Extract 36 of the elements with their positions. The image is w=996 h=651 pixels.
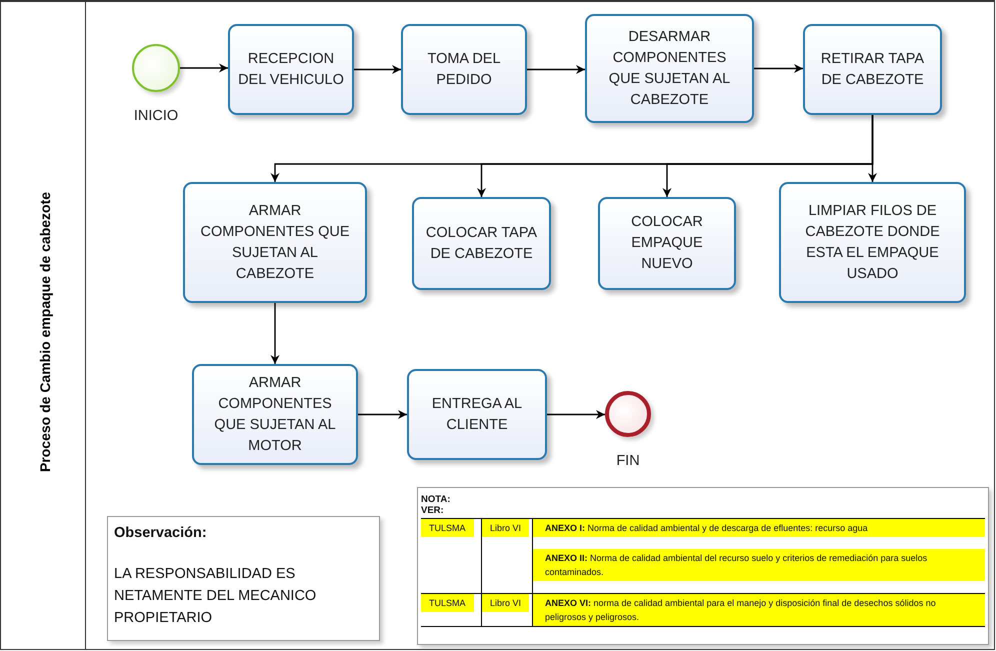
task-box: ARMAR COMPONENTES QUE SUJETAN AL MOTOR — [192, 364, 358, 465]
task-box: TOMA DEL PEDIDO — [401, 24, 527, 115]
cell-text: TULSMA — [421, 519, 474, 537]
arrow — [270, 303, 280, 364]
note-text: LA RESPONSABILIDAD ES NETAMENTE DEL MECANICO PROPIETARIO — [114, 565, 318, 628]
reference-note-box — [417, 487, 989, 645]
cell-text: Libro VI — [482, 519, 530, 537]
arrow — [527, 65, 585, 74]
note-heading: NOTA: — [421, 494, 452, 505]
arrow — [358, 410, 407, 419]
cell-text: TULSMA — [421, 594, 474, 612]
task-box: RETIRAR TAPA DE CABEZOTE — [803, 24, 942, 115]
note-heading: Observación: — [114, 525, 208, 541]
cell-text: ANEXO II: Norma de calidad ambiental del recurso suelo y criterios de remediación para suelos contaminados. — [533, 549, 985, 581]
task-box: LIMPIAR FILOS DE CABEZOTE DONDE ESTA EL EMPAQUE USADO — [779, 182, 966, 303]
cell-text: ANEXO I: Norma de calidad ambiental y de descarga de efluentes: recurso agua — [533, 519, 985, 537]
arrow — [354, 65, 401, 74]
note-heading: VER: — [421, 505, 445, 516]
cell-text: ANEXO VI: norma de calidad ambiental para el manejo y disposición final de desechos sólidos no peligrosos y peligrosos. — [533, 594, 985, 626]
start-event-circle — [132, 44, 180, 92]
task-box: COLOCAR TAPA DE CABEZOTE — [412, 197, 551, 290]
task-box: ARMAR COMPONENTES QUE SUJETAN AL CABEZOTE — [183, 182, 367, 303]
task-box: RECEPCION DEL VEHICULO — [228, 24, 354, 115]
note-box — [107, 516, 380, 641]
arrow — [547, 410, 605, 419]
end-event-circle — [605, 391, 651, 437]
task-box: COLOCAR EMPAQUE NUEVO — [598, 197, 736, 290]
event-label: FIN — [616, 453, 640, 469]
arrow — [754, 64, 803, 73]
task-box: ENTREGA AL CLIENTE — [407, 369, 547, 460]
arrow — [270, 115, 874, 182]
lane-title: Proceso de Cambio empaque de cabezote — [37, 192, 53, 472]
cell-text: Libro VI — [482, 594, 530, 612]
arrow — [180, 64, 228, 72]
event-label: INICIO — [134, 108, 178, 124]
task-box: DESARMAR COMPONENTES QUE SUJETAN AL CABEZOTE — [585, 14, 754, 123]
